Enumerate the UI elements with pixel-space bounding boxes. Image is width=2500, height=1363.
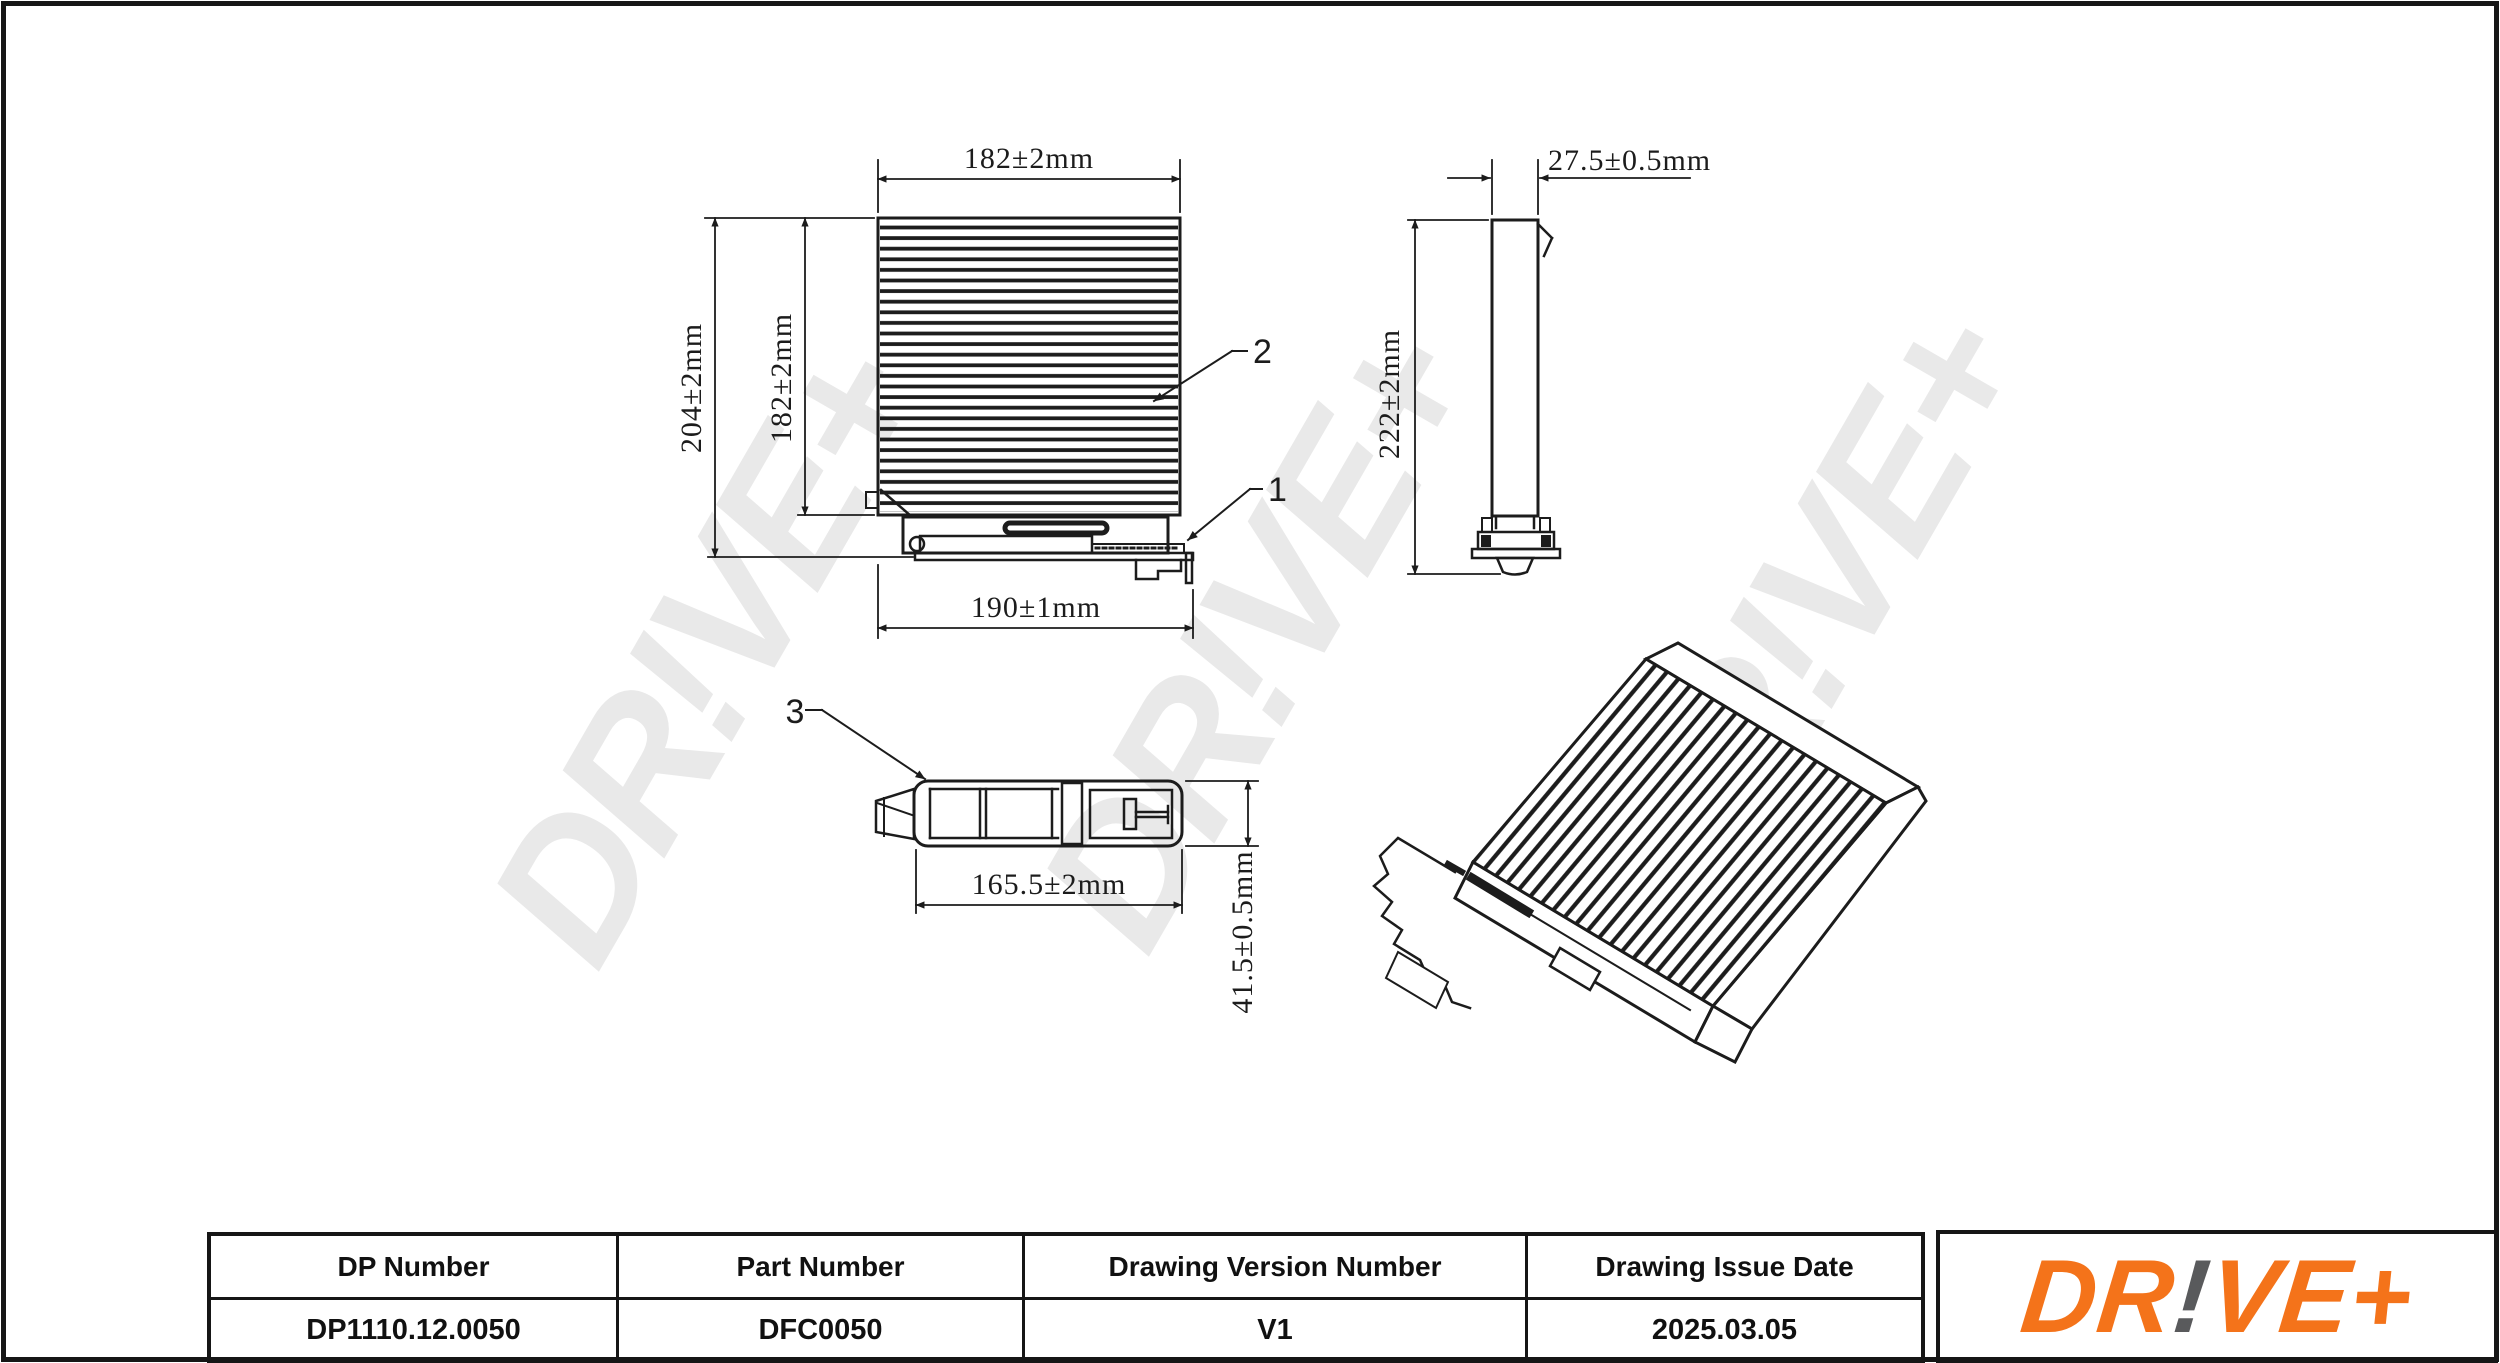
part-label-media: 2 — [1253, 333, 1272, 371]
drawing-version-header: Drawing Version Number — [1022, 1232, 1528, 1300]
title-block-value-row: DP1110.12.0050 DFC0050 V1 2025.03.05 — [207, 1297, 1925, 1363]
dp-number-header: DP Number — [207, 1232, 619, 1300]
logo-plus: + — [2344, 1238, 2419, 1355]
brand-logo-box: DR!VE+ — [1936, 1230, 2498, 1363]
drawing-date-value: 2025.03.05 — [1525, 1297, 1925, 1363]
part-label-cover: 3 — [786, 693, 805, 731]
front-view: 182±2mm 204±2mm 182±2mm 190±1mm 2 1 — [675, 142, 1287, 639]
title-block-header-row: DP Number Part Number Drawing Version Nu… — [207, 1232, 1925, 1300]
front-bottom-width-dim: 190±1mm — [971, 591, 1101, 624]
isometric-view — [1372, 641, 1928, 1065]
dp-number-value: DP1110.12.0050 — [207, 1297, 619, 1363]
logo-segment-dr: DR — [2015, 1238, 2181, 1355]
side-view: 27.5±0.5mm 222±2mm — [1373, 144, 1711, 576]
front-width-dim: 182±2mm — [964, 142, 1094, 175]
front-inner-height-dim: 182±2mm — [765, 313, 798, 443]
part-label-frame: 1 — [1268, 471, 1287, 509]
part-number-header: Part Number — [616, 1232, 1025, 1300]
front-outer-height-dim: 204±2mm — [675, 323, 708, 453]
cover-height-dim: 41.5±0.5mm — [1226, 850, 1259, 1013]
drawing-version-value: V1 — [1022, 1297, 1528, 1363]
drawing-date-header: Drawing Issue Date — [1525, 1232, 1925, 1300]
side-height-dim: 222±2mm — [1373, 329, 1406, 459]
cover-top-view: 165.5±2mm 41.5±0.5mm 3 — [786, 693, 1259, 1014]
title-block: DP Number Part Number Drawing Version Nu… — [207, 1232, 1925, 1363]
brand-logo: DR!VE+ — [2016, 1239, 2419, 1355]
part-number-value: DFC0050 — [616, 1297, 1025, 1363]
logo-segment-ve: VE — [2203, 1238, 2357, 1355]
cover-width-dim: 165.5±2mm — [972, 868, 1127, 901]
side-width-dim: 27.5±0.5mm — [1548, 144, 1711, 177]
